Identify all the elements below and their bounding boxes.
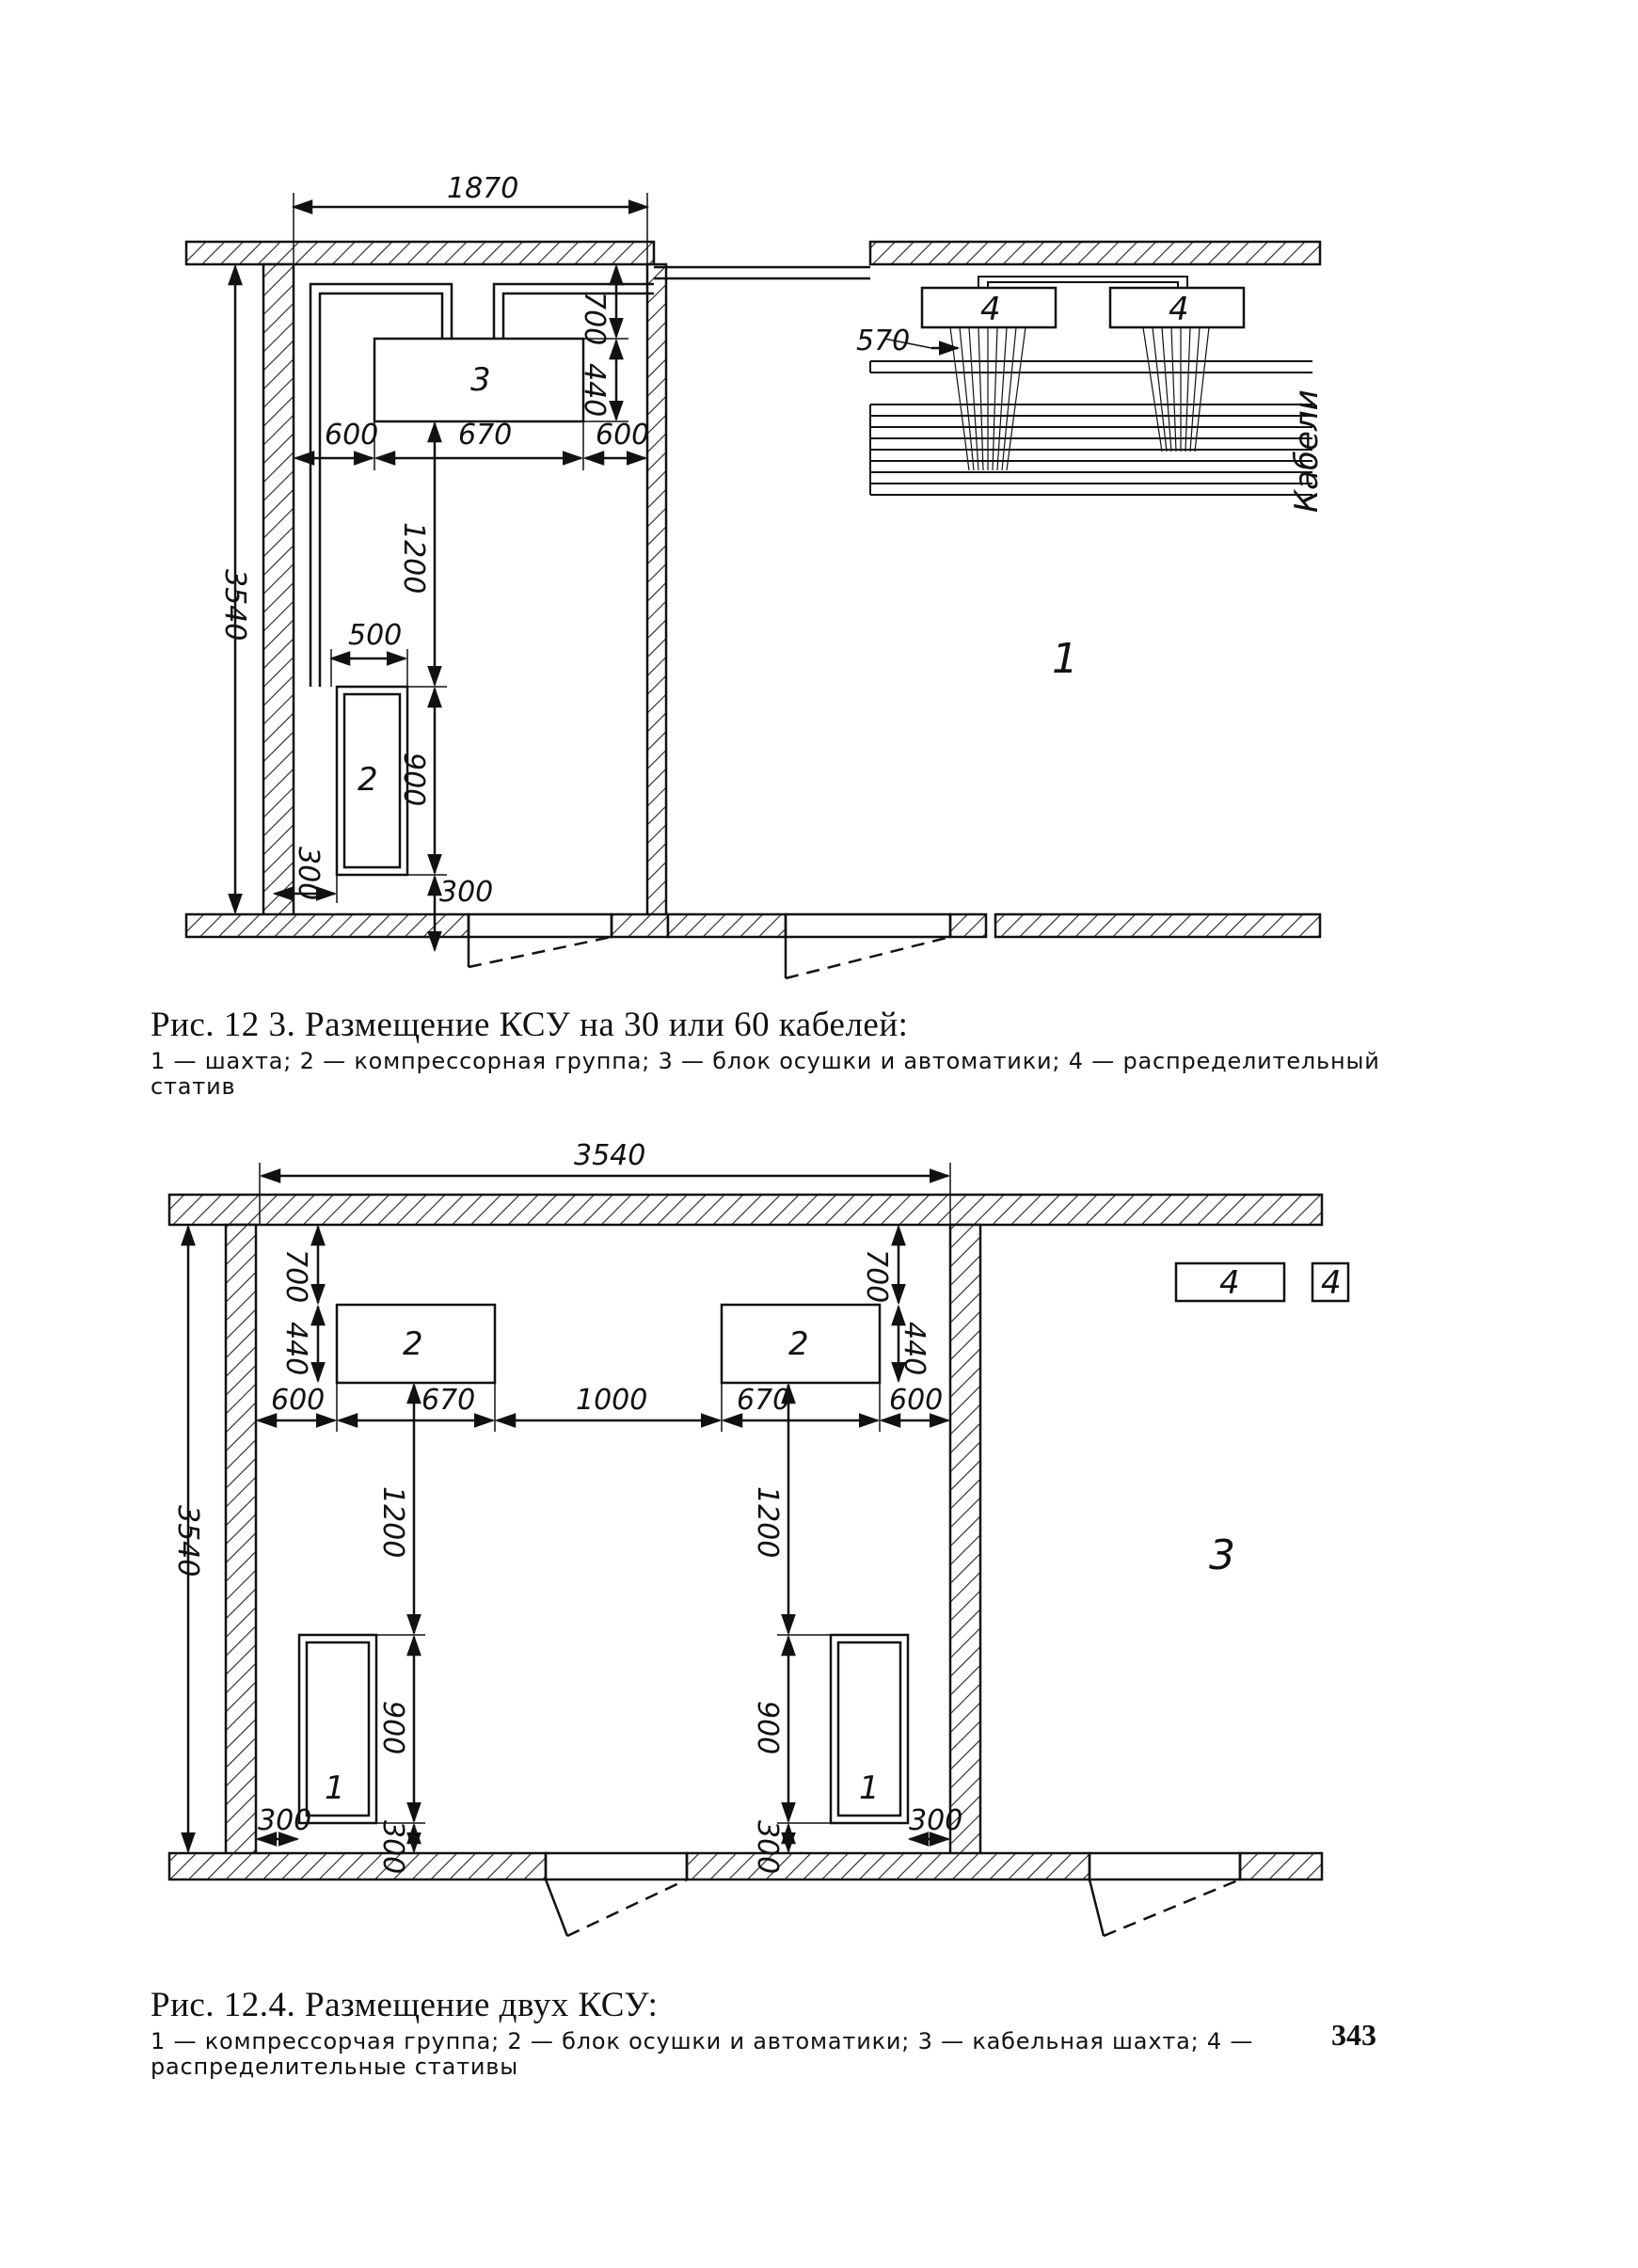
fig2-dim-block-height-left: 440: [279, 1322, 312, 1375]
fig2-bottom-wall-mid: [685, 1851, 1091, 1881]
fig1-left-wall: [262, 262, 295, 925]
figure1-caption: Рис. 12 3. Размещение КСУ на 30 или 60 к…: [151, 1006, 1392, 1101]
fig1-label-cables: Кабели: [1288, 389, 1326, 513]
fig1-bottom-wall-mid2: [666, 912, 787, 939]
fig1-top-wall-right: [868, 240, 1322, 266]
fig1-block3: [373, 337, 585, 423]
fig1-label-block2: 2: [358, 761, 378, 799]
fig2-dim-middle-gap: 1000: [576, 1384, 647, 1417]
fig2-door2-frame: [1088, 1851, 1242, 1881]
fig2-block2-left: [335, 1303, 497, 1385]
fig2-dim-comp-height-right: 900: [751, 1701, 784, 1754]
fig2-right-wall: [948, 1223, 982, 1862]
fig1-dim-bottom-gap: 300: [439, 876, 493, 909]
fig2-dim-height: 3540: [171, 1505, 204, 1577]
fig2-dim-vertical-right: 1200: [751, 1486, 784, 1558]
figure1-caption-legend: 1 — шахта; 2 — компрессорная группа; 3 —…: [151, 1047, 1380, 1101]
fig1-dim-stand-offset: 570: [856, 325, 910, 357]
fig1-label-block3: 3: [470, 361, 491, 399]
fig1-block2: [335, 685, 409, 877]
fig2-door1-swing: [566, 1878, 688, 1938]
fig2-label-shaft: 3: [1209, 1531, 1235, 1579]
fig1-bottom-wall-right: [948, 912, 988, 939]
fig1-label-stand4b: 4: [1169, 291, 1189, 328]
fig2-bottom-wall-left: [167, 1851, 548, 1881]
figure1-drawing: [184, 193, 1322, 980]
fig1-dim-top-gap: 700: [578, 292, 611, 345]
fig2-label-block1-right: 1: [859, 1769, 880, 1807]
figure2-caption-legend: 1 — компрессорчая группа; 2 — блок осушк…: [151, 2027, 1254, 2081]
fig2-dim-width: 3540: [574, 1139, 645, 1172]
fig2-door2-swing: [1103, 1878, 1241, 1938]
fig2-dim-bottom-left: 300: [376, 1820, 409, 1874]
fig2-label-stand4b: 4: [1321, 1264, 1342, 1302]
fig1-bottom-wall-left: [184, 912, 470, 939]
figure2-drawing: [167, 1163, 1350, 1938]
fig2-dim-vertical-left: 1200: [376, 1486, 409, 1558]
page-number: 343: [1331, 2018, 1376, 2052]
fig1-door1-frame: [467, 912, 613, 939]
fig2-label-block1-left: 1: [325, 1769, 345, 1807]
fig1-dim-block3-height: 440: [578, 363, 611, 417]
fig2-dim-block-width-right: 670: [737, 1384, 790, 1417]
fig2-dim-side-right: 300: [909, 1804, 962, 1837]
fig2-stand4b: [1311, 1261, 1350, 1303]
fig2-dim-right-gap: 600: [889, 1384, 943, 1417]
fig1-stand4b: [1108, 286, 1246, 329]
fig1-dim-right-gap: 600: [596, 419, 649, 452]
fig1-label-shaft: 1: [1052, 635, 1078, 683]
fig1-stand4a: [920, 286, 1058, 329]
fig2-top-wall: [167, 1193, 1324, 1227]
fig1-door2-swing: [785, 935, 951, 980]
fig1-dim-side-gap: 300: [292, 847, 325, 900]
fig2-dim-bottom-right: 300: [751, 1820, 784, 1874]
fig1-dim-block2-height: 900: [397, 753, 430, 806]
figure1-caption-title: Рис. 12 3. Размещение КСУ на 30 или 60 к…: [151, 1006, 909, 1044]
fig1-dim-left-gap: 600: [325, 419, 378, 452]
fig1-door2-frame: [784, 912, 952, 939]
fig2-block1-left: [297, 1633, 378, 1825]
fig2-block1-right: [829, 1633, 910, 1825]
fig1-dim-vertical-gap: 1200: [397, 522, 430, 594]
fig1-bottom-wall-mid: [610, 912, 670, 939]
fig1-top-wall-left: [184, 240, 656, 266]
figure2-caption-title: Рис. 12.4. Размещение двух КСУ:: [151, 1986, 659, 2024]
fig1-door1-swing: [468, 935, 612, 969]
fig2-dim-top-gap-left: 700: [279, 1249, 312, 1303]
fig1-dim-block3-width: 670: [458, 419, 512, 452]
fig2-block2-right: [720, 1303, 882, 1385]
fig2-label-block2-left: 2: [403, 1325, 423, 1363]
fig2-label-stand4a: 4: [1219, 1264, 1240, 1302]
fig2-left-wall: [224, 1223, 258, 1862]
fig2-bottom-wall-right: [1238, 1851, 1324, 1881]
fig2-stand4a: [1174, 1261, 1286, 1303]
fig2-dim-block-height-right: 440: [898, 1322, 930, 1375]
fig2-door1-frame: [544, 1851, 689, 1881]
fig1-middle-wall: [645, 262, 668, 925]
fig1-dim-width: 1870: [447, 172, 518, 205]
fig2-dim-side-left: 300: [258, 1804, 311, 1837]
fig2-dim-comp-height-left: 900: [376, 1701, 409, 1754]
fig2-label-block2-right: 2: [788, 1325, 809, 1363]
fig1-dim-height: 3540: [218, 569, 251, 641]
fig2-dim-block-width-left: 670: [421, 1384, 475, 1417]
fig2-dim-left-gap: 600: [271, 1384, 325, 1417]
fig1-label-stand4a: 4: [980, 291, 1001, 328]
figure2-caption: Рис. 12.4. Размещение двух КСУ: 1 — комп…: [151, 1986, 1392, 2081]
fig1-dim-block2-width: 500: [348, 619, 402, 652]
fig2-dim-top-gap-right: 700: [860, 1249, 893, 1303]
fig1-bottom-wall-far: [994, 912, 1322, 939]
